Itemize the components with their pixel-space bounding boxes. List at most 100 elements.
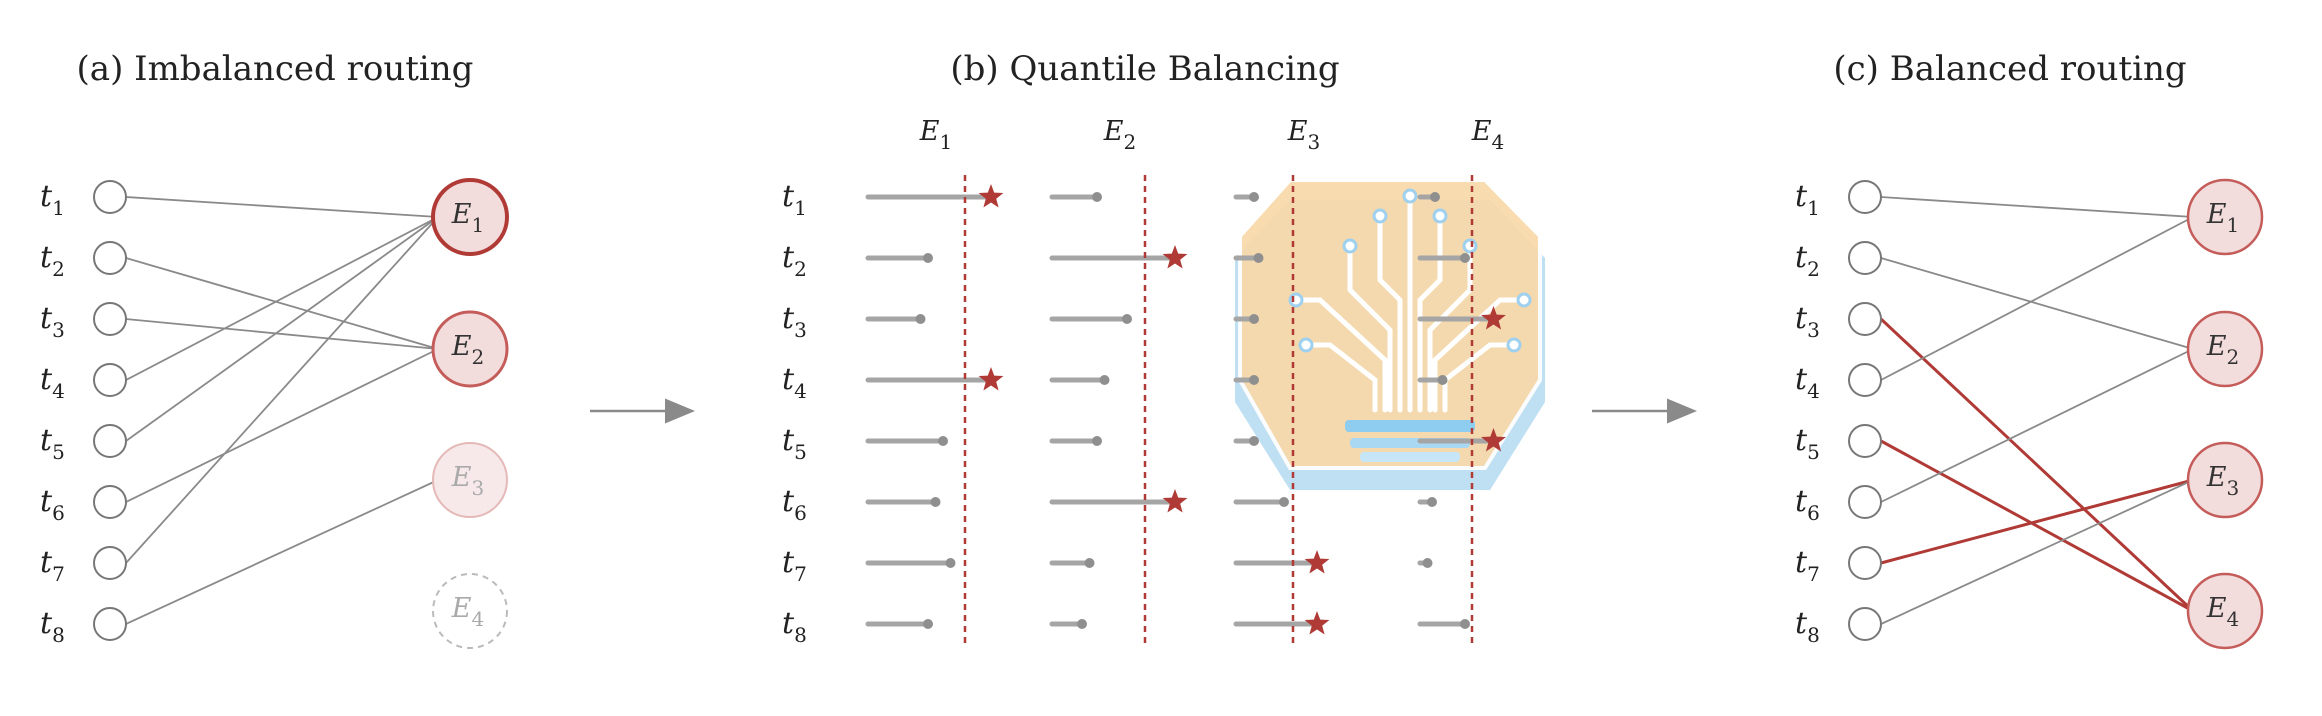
token-node — [1848, 546, 1882, 580]
score-endpoint — [923, 253, 933, 263]
token-label: t2 — [1795, 240, 1820, 281]
token-node — [1848, 424, 1882, 458]
expert-node — [2186, 178, 2264, 256]
score-endpoint — [938, 436, 948, 446]
token-label: t6 — [782, 484, 807, 525]
expert-node — [2186, 572, 2264, 650]
score-endpoint — [1077, 619, 1087, 629]
column-label: E1 — [919, 116, 952, 154]
score-endpoint — [915, 314, 926, 324]
route-line — [1879, 317, 2195, 613]
token-label: t4 — [40, 362, 65, 403]
route-line — [1880, 439, 2194, 613]
expert-node — [432, 573, 508, 649]
route-line — [1880, 196, 2194, 218]
token-label: t5 — [1795, 423, 1820, 464]
score-endpoint — [1092, 436, 1102, 446]
score-endpoint — [1422, 558, 1433, 568]
panel-c-title: (c) Balanced routing — [1833, 49, 2186, 89]
score-endpoint — [1122, 314, 1132, 324]
score-endpoint — [923, 619, 933, 629]
score-endpoint — [1430, 192, 1440, 202]
route-line — [125, 479, 439, 625]
score-endpoint — [1084, 558, 1095, 568]
token-label: t7 — [40, 545, 65, 586]
token-label: t4 — [1795, 362, 1820, 403]
token-label: t2 — [782, 240, 807, 281]
token-node — [1848, 485, 1882, 519]
token-label: t3 — [40, 301, 65, 342]
expert-node — [431, 310, 509, 388]
token-node — [1848, 180, 1882, 214]
route-line — [1880, 348, 2194, 503]
token-label: t6 — [40, 484, 65, 525]
column-label: E2 — [1103, 116, 1136, 154]
score-endpoint — [1460, 253, 1470, 263]
score-endpoint — [1460, 619, 1470, 629]
route-line — [1880, 257, 2194, 350]
token-node — [1848, 241, 1882, 275]
panel-b-title: (b) Quantile Balancing — [950, 49, 1339, 89]
route-line — [125, 216, 439, 564]
star-icon — [1481, 306, 1506, 330]
star-icon — [1162, 489, 1188, 513]
route-line — [1880, 479, 2194, 625]
expert-label: E4 — [451, 593, 484, 631]
token-label: t3 — [782, 301, 807, 342]
token-label: t1 — [1795, 179, 1820, 220]
score-endpoint — [1253, 253, 1264, 263]
expert-label: E3 — [451, 462, 484, 500]
expert-label: E1 — [2206, 199, 2239, 237]
token-node — [93, 485, 127, 519]
score-endpoint — [1099, 375, 1110, 385]
expert-node — [2186, 441, 2264, 519]
star-icon — [1304, 611, 1330, 635]
score-endpoint — [1092, 192, 1102, 202]
expert-node — [432, 442, 508, 518]
expert-node — [431, 178, 509, 256]
token-node — [93, 180, 127, 214]
token-node — [93, 607, 127, 641]
score-endpoint — [1249, 314, 1259, 324]
route-line — [1880, 216, 2194, 381]
token-node — [1848, 363, 1882, 397]
column-label: E4 — [1471, 116, 1504, 154]
token-node — [93, 546, 127, 580]
token-label: t1 — [40, 179, 65, 220]
token-node — [1848, 607, 1882, 641]
score-endpoint — [1279, 497, 1289, 507]
route-line — [125, 216, 439, 381]
star-icon — [978, 184, 1004, 208]
panel-a-title: (a) Imbalanced routing — [77, 49, 474, 89]
circuit-bulb-icon — [1235, 178, 1545, 490]
expert-label: E2 — [2206, 331, 2239, 369]
score-endpoint — [1249, 375, 1259, 385]
score-endpoint — [1249, 192, 1259, 202]
route-line — [125, 196, 439, 218]
expert-label: E2 — [451, 331, 484, 369]
token-label: t5 — [782, 423, 807, 464]
route-line — [125, 216, 439, 442]
expert-label: E1 — [451, 199, 484, 237]
token-node — [93, 424, 127, 458]
expert-node — [2186, 310, 2264, 388]
token-label: t5 — [40, 423, 65, 464]
token-label: t8 — [1795, 606, 1820, 647]
token-label: t7 — [1795, 545, 1820, 586]
star-icon — [978, 367, 1004, 391]
score-endpoint — [1427, 497, 1437, 507]
token-label: t4 — [782, 362, 807, 403]
star-icon — [1304, 550, 1330, 574]
score-endpoint — [930, 497, 941, 507]
expert-label: E3 — [2206, 462, 2239, 500]
route-line — [125, 257, 439, 350]
star-icon — [1481, 428, 1506, 452]
token-label: t8 — [782, 606, 807, 647]
token-label: t6 — [1795, 484, 1820, 525]
star-icon — [1162, 245, 1188, 269]
column-label: E3 — [1287, 116, 1320, 154]
